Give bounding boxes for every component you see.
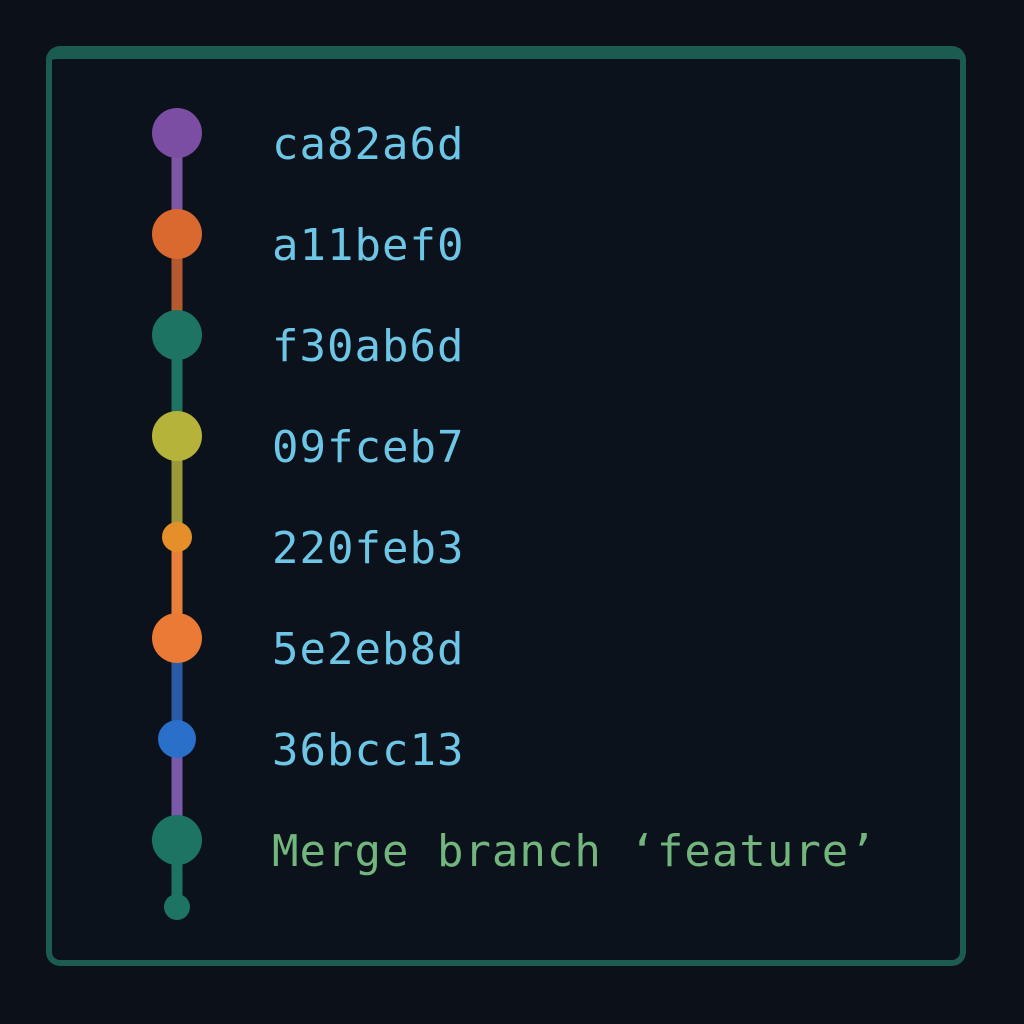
commit-hash[interactable]: ca82a6d bbox=[272, 119, 465, 170]
commit-hash[interactable]: 36bcc13 bbox=[272, 725, 465, 776]
commit-hash[interactable]: 5e2eb8d bbox=[272, 624, 465, 675]
commit-hash[interactable]: f30ab6d bbox=[272, 321, 465, 372]
commit-node[interactable] bbox=[152, 411, 202, 461]
merge-commit-message[interactable]: Merge branch ‘feature’ bbox=[272, 826, 877, 877]
commit-hash[interactable]: 220feb3 bbox=[272, 523, 465, 574]
commit-node[interactable] bbox=[152, 209, 202, 259]
commit-node[interactable] bbox=[152, 108, 202, 158]
commit-hash[interactable]: a11bef0 bbox=[272, 220, 465, 271]
commit-node[interactable] bbox=[162, 522, 192, 552]
commit-hash[interactable]: 09fceb7 bbox=[272, 422, 465, 473]
commit-node[interactable] bbox=[158, 720, 196, 758]
merge-commit-node[interactable] bbox=[152, 815, 202, 865]
graph-tail-node bbox=[164, 894, 190, 920]
commit-node[interactable] bbox=[152, 613, 202, 663]
commit-node[interactable] bbox=[152, 310, 202, 360]
commit-graph-panel bbox=[46, 46, 966, 966]
